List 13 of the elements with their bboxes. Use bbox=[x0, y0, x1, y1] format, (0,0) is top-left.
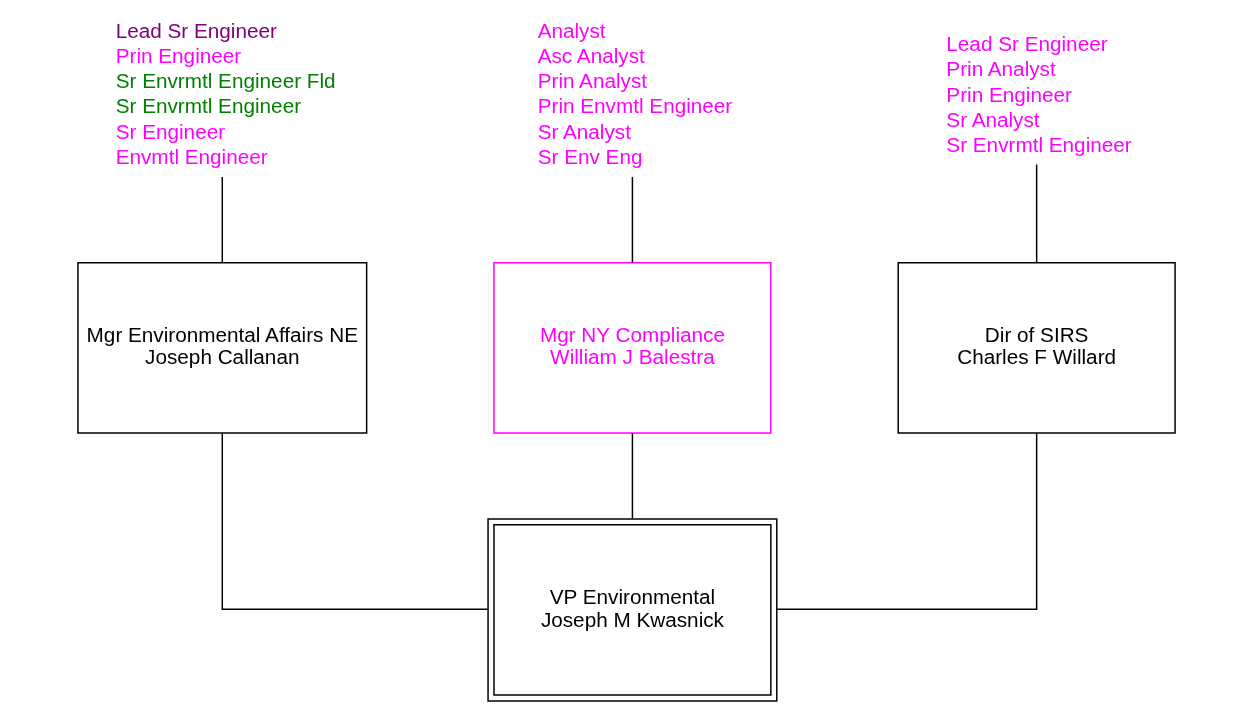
node-text: Lead Sr Engineer Prin Analyst Prin Engineer Sr Analyst Sr Envrmtl Engineer bbox=[945, 32, 1132, 156]
node-text: Lead Sr Engineer Prin Engineer Sr Envrmtl Engineer Fld Sr Envrmtl Engineer Sr Engineer Envmtl Engineer bbox=[115, 18, 336, 168]
connector bbox=[1035, 163, 1037, 264]
node-text: Analyst Asc Analyst Prin Analyst Prin Envmtl Engineer Sr Analyst Sr Env Eng bbox=[537, 18, 732, 168]
connector bbox=[221, 432, 489, 610]
connector bbox=[631, 432, 633, 519]
connector bbox=[631, 176, 633, 264]
node-box: VP Environmental Joseph M Kwasnick bbox=[486, 518, 778, 702]
node-box: Mgr NY Compliance William J Balestra bbox=[492, 262, 772, 434]
connector bbox=[775, 432, 1037, 610]
node-box: Dir of SIRS Charles F Willard bbox=[896, 262, 1176, 434]
connector bbox=[221, 176, 223, 264]
node-box: Mgr Environmental Affairs NE Joseph Callanan bbox=[76, 262, 367, 434]
